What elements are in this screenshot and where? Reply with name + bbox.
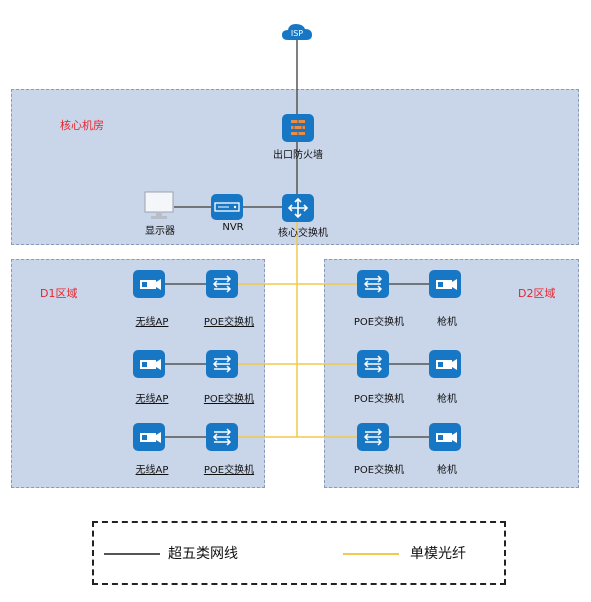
d2-row3-switch-label: POE交换机 bbox=[353, 465, 405, 476]
copper-legend-label: 超五类网线 bbox=[168, 546, 238, 562]
monitor-label: 显示器 bbox=[145, 226, 175, 237]
core-switch-icon bbox=[282, 194, 314, 222]
d2-zone-title: D2区域 bbox=[518, 287, 556, 300]
d1-zone-title: D1区域 bbox=[40, 287, 78, 300]
firewall-icon bbox=[282, 114, 314, 142]
poe-switch-icon bbox=[206, 270, 238, 298]
d1-row1-switch-label: POE交换机 bbox=[203, 317, 255, 328]
monitor-icon bbox=[144, 191, 174, 219]
poe-switch-icon bbox=[206, 423, 238, 451]
d2-row3-camera-label: 枪机 bbox=[437, 465, 457, 476]
d2-row2-switch-label: POE交换机 bbox=[353, 394, 405, 405]
poe-switch-icon bbox=[357, 423, 389, 451]
d2-row1-switch-label: POE交换机 bbox=[353, 317, 405, 328]
d2-row1-camera-label: 枪机 bbox=[437, 317, 457, 328]
bullet-camera-icon bbox=[429, 270, 461, 298]
copper-legend-line bbox=[104, 553, 160, 555]
fiber-legend-label: 单模光纤 bbox=[410, 546, 466, 562]
core-room-title: 核心机房 bbox=[60, 119, 104, 132]
poe-switch-icon bbox=[357, 270, 389, 298]
firewall-label: 出口防火墙 bbox=[273, 150, 323, 161]
wireless-ap-icon bbox=[133, 423, 165, 451]
legend bbox=[92, 521, 506, 585]
bullet-camera-icon bbox=[429, 423, 461, 451]
bullet-camera-icon bbox=[429, 350, 461, 378]
d1-row3-ap-label: 无线AP bbox=[135, 465, 169, 476]
poe-switch-icon bbox=[357, 350, 389, 378]
nvr-icon bbox=[211, 194, 243, 220]
wireless-ap-icon bbox=[133, 270, 165, 298]
isp-cloud-icon bbox=[282, 24, 312, 40]
d1-row3-switch-label: POE交换机 bbox=[203, 465, 255, 476]
nvr-label: NVR bbox=[222, 222, 244, 233]
fiber-legend-line bbox=[343, 553, 399, 555]
poe-switch-icon bbox=[206, 350, 238, 378]
core-switch-label: 核心交换机 bbox=[278, 228, 328, 239]
wireless-ap-icon bbox=[133, 350, 165, 378]
isp-label: ISP bbox=[290, 29, 304, 38]
d1-row1-ap-label: 无线AP bbox=[135, 317, 169, 328]
d2-row2-camera-label: 枪机 bbox=[437, 394, 457, 405]
d1-row2-ap-label: 无线AP bbox=[135, 394, 169, 405]
d1-row2-switch-label: POE交换机 bbox=[203, 394, 255, 405]
